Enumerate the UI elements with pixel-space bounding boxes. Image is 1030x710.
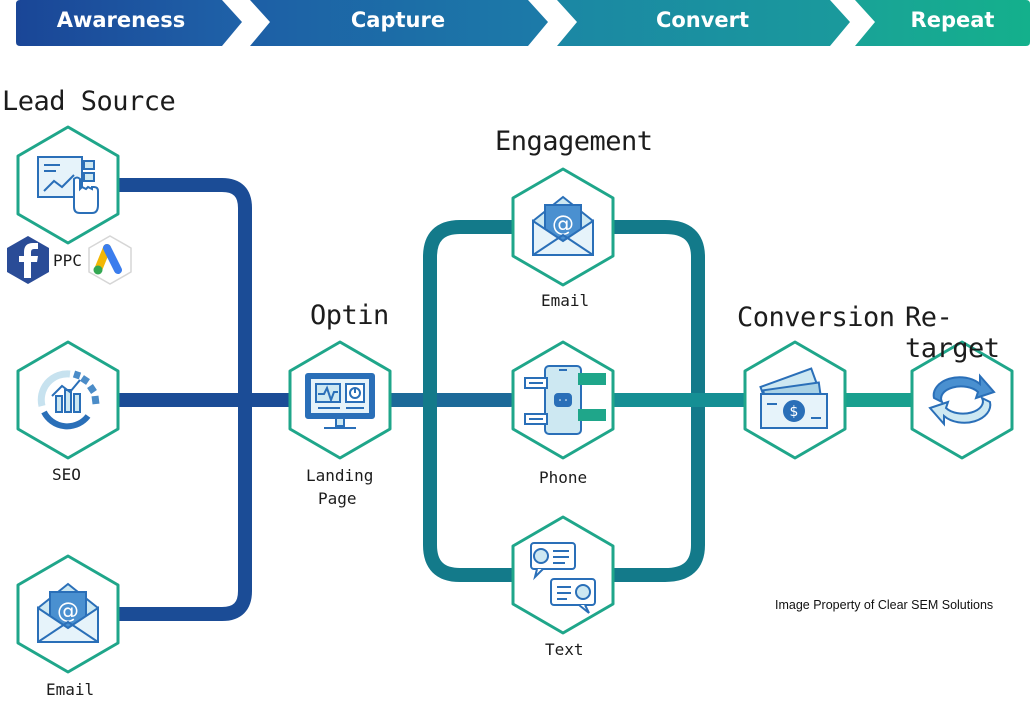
svg-text:$: $ <box>790 404 799 420</box>
hex-phone <box>511 340 615 460</box>
google-ads-icon <box>88 235 132 285</box>
hex-ppc <box>16 125 120 245</box>
refresh-arrows-icon <box>928 373 996 427</box>
text-messages-icon <box>530 542 596 614</box>
facebook-icon <box>7 236 49 284</box>
email-envelope-icon: @ <box>37 582 99 643</box>
label-seo: SEO <box>52 465 81 484</box>
connector-ppc <box>113 178 252 407</box>
money-bills-icon: $ <box>759 367 828 429</box>
ppc-click-icon <box>37 156 99 214</box>
phone-chatbot-icon <box>524 365 606 435</box>
hex-email-engage: @ <box>511 167 615 287</box>
label-phone: Phone <box>539 468 588 487</box>
label-text: Text <box>545 640 584 659</box>
stage-convert-chevron <box>557 0 850 46</box>
label-ppc: PPC <box>53 251 82 270</box>
svg-text:@: @ <box>57 599 79 624</box>
connector-lines <box>113 178 919 621</box>
stage-capture-chevron <box>250 0 548 46</box>
stage-awareness-chevron <box>16 0 242 46</box>
seo-chart-icon <box>37 370 100 430</box>
landing-monitor-icon <box>305 373 375 429</box>
hex-conversion: $ <box>743 340 847 460</box>
hex-retarget <box>910 340 1014 460</box>
stage-repeat-label: Repeat <box>910 8 995 32</box>
label-landing-line2: Page <box>318 489 357 508</box>
engage-email-envelope-icon: @ <box>532 195 594 256</box>
heading-conversion: Conversion <box>737 302 895 333</box>
label-landing-line1: Landing <box>306 466 374 485</box>
heading-optin: Optin <box>310 300 389 331</box>
label-email-source: Email <box>46 680 95 699</box>
stage-repeat-chevron <box>855 0 1030 46</box>
label-email-engage: Email <box>541 291 590 310</box>
stage-convert-label: Convert <box>655 8 750 32</box>
stage-capture-label: Capture <box>350 8 446 32</box>
stage-banner <box>16 0 1030 46</box>
connector-email-source <box>113 393 252 621</box>
hex-email-source: @ <box>16 554 120 674</box>
heading-retarget: Re-target <box>905 302 1000 364</box>
stage-awareness-label: Awareness <box>56 8 186 32</box>
heading-engagement: Engagement <box>495 126 653 157</box>
hex-seo <box>16 340 120 460</box>
image-credit: Image Property of Clear SEM Solutions <box>775 598 994 612</box>
hex-landing-page <box>288 340 392 460</box>
hex-text <box>511 515 615 635</box>
heading-lead-source: Lead Source <box>2 86 176 117</box>
svg-text:@: @ <box>552 212 574 237</box>
